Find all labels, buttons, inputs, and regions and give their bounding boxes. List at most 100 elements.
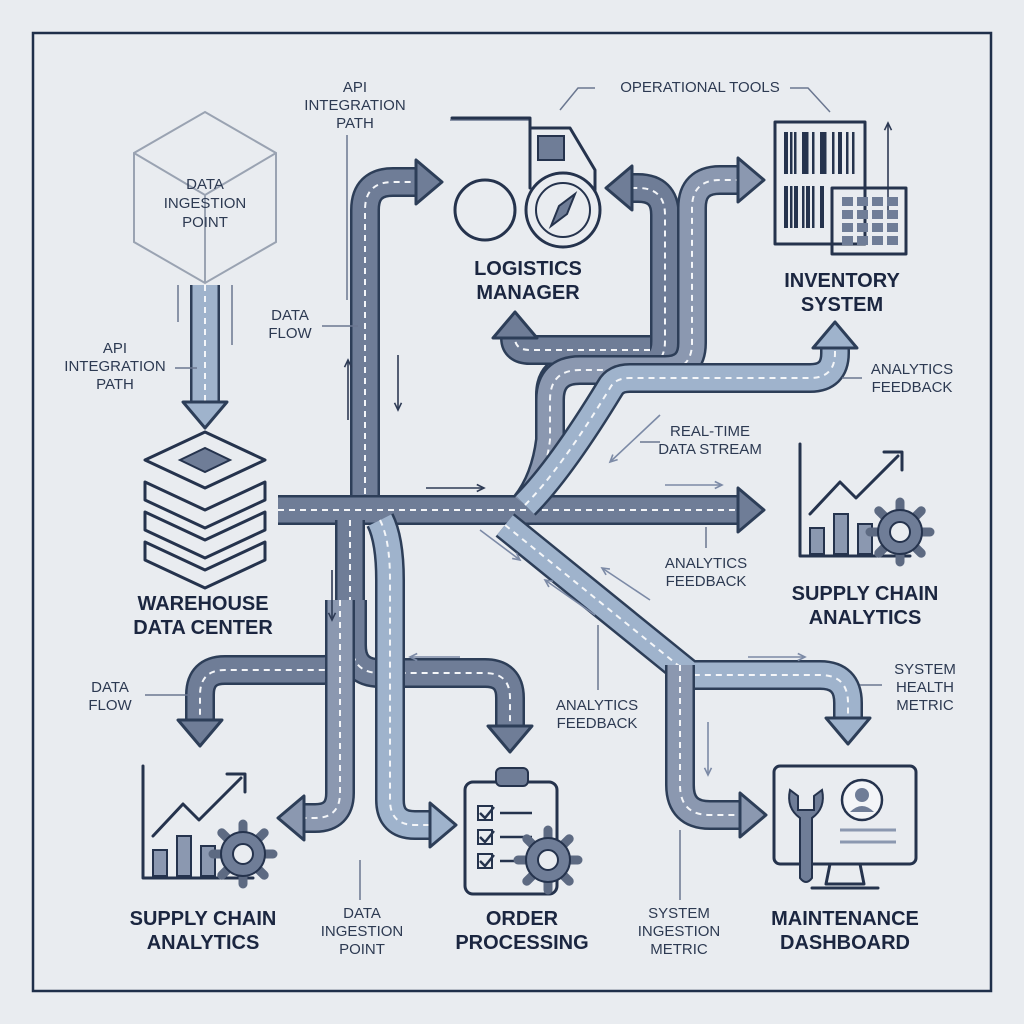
- road-hub-to-analytics-right-arrowhead: [736, 486, 766, 534]
- label-warehouse-line: WAREHOUSE: [137, 593, 268, 615]
- label-order-line: ORDER: [486, 908, 559, 930]
- label-system-ingestion-line: SYSTEM: [648, 905, 710, 922]
- chart-gear-icon: [141, 764, 278, 889]
- label-data-ingestion-low-line: POINT: [339, 941, 385, 958]
- label-system-ingestion-line: INGESTION: [638, 923, 721, 940]
- road-hub-to-analytics-right: [278, 486, 766, 534]
- label-system-ingestion-line: METRIC: [650, 941, 708, 958]
- mini-arrow-down-1: [393, 355, 403, 412]
- label-logistics-line: LOGISTICS: [474, 258, 582, 280]
- label-data-flow-low-line: DATA: [91, 679, 129, 696]
- label-analytics-left-line: ANALYTICS: [147, 932, 260, 954]
- label-analytics-right-line: SUPPLY CHAIN: [792, 583, 939, 605]
- label-feedback-low-line: ANALYTICS: [556, 697, 638, 714]
- label-health-line: SYSTEM: [894, 661, 956, 678]
- label-api-top-line: PATH: [336, 115, 374, 132]
- label-ingestion-node-line: INGESTION: [164, 195, 247, 212]
- road-down-to-order-arrowhead: [428, 801, 458, 849]
- server-stack-icon: [143, 430, 267, 590]
- road-from-hub-left: [276, 600, 355, 842]
- label-api-top-line: INTEGRATION: [304, 97, 405, 114]
- label-feedback-right-line: ANALYTICS: [871, 361, 953, 378]
- label-api-left-line: INTEGRATION: [64, 358, 165, 375]
- cube-icon: [133, 110, 277, 285]
- diagram-frame: [31, 31, 993, 993]
- mini-arrow-right-2: [665, 480, 724, 490]
- road-trunk-to-logistics-arrowhead: [414, 158, 444, 206]
- mini-arrow-diag-1: [608, 414, 661, 464]
- label-data-flow-mid-line: FLOW: [268, 325, 312, 342]
- label-data-flow-low-line: FLOW: [88, 697, 132, 714]
- label-health-line: METRIC: [896, 697, 954, 714]
- label-analytics-right-line: ANALYTICS: [809, 607, 922, 629]
- label-ingestion-node-line: POINT: [182, 214, 228, 231]
- road-logistics-return-arrowhead: [604, 164, 634, 212]
- road-branch-to-maintenance: [665, 665, 768, 839]
- label-data-ingestion-low-line: INGESTION: [321, 923, 404, 940]
- label-feedback-right-line: FEEDBACK: [872, 379, 953, 396]
- leader-line-layer: [145, 87, 893, 900]
- label-api-left-line: PATH: [96, 376, 134, 393]
- road-loop-to-logistics-arrowhead: [491, 310, 539, 340]
- chart-gear-icon: [798, 442, 935, 567]
- leader-operational-tools: [559, 87, 831, 113]
- road-ingestion-to-warehouse: [181, 285, 229, 430]
- mini-arrow-down-2: [327, 570, 337, 622]
- label-operational-tools: OPERATIONAL TOOLS: [620, 79, 780, 96]
- label-realtime-line: REAL-TIME: [670, 423, 750, 440]
- road-branch-to-maintenance-arrowhead: [738, 791, 768, 839]
- mini-arrow-diag-4: [479, 529, 522, 562]
- mini-arrow-right-1: [426, 483, 486, 493]
- label-inventory-line: INVENTORY: [784, 270, 900, 292]
- road-from-hub-left-arrowhead: [276, 794, 306, 842]
- label-operational-tools-line: OPERATIONAL TOOLS: [620, 79, 780, 96]
- label-feedback-low-line: FEEDBACK: [557, 715, 638, 732]
- label-api-left-line: API: [103, 340, 127, 357]
- road-feedback-to-inventory: [514, 320, 859, 516]
- road-trunk-to-logistics: [350, 158, 444, 505]
- road-layer: [176, 156, 872, 849]
- road-diagonal-to-maintenance: [495, 513, 872, 746]
- mini-arrow-right-3: [748, 652, 807, 662]
- barcode-grid-icon: [773, 120, 908, 256]
- road-to-order-arrowhead: [486, 724, 534, 754]
- label-realtime-line: DATA STREAM: [658, 441, 762, 458]
- road-to-analytics-left-arrowhead: [176, 718, 224, 748]
- road-down-to-order: [366, 513, 458, 849]
- label-logistics-line: MANAGER: [476, 282, 580, 304]
- road-feedback-to-inventory-arrowhead: [811, 320, 859, 350]
- label-warehouse-line: DATA CENTER: [133, 617, 273, 639]
- icon-layer: [133, 110, 935, 896]
- mini-arrow-diag-2: [600, 566, 651, 601]
- road-to-inventory-arrowhead: [736, 156, 766, 204]
- label-order-line: PROCESSING: [455, 932, 588, 954]
- monitor-wrench-icon: [772, 764, 918, 890]
- mini-arrow-up-1: [343, 358, 353, 420]
- label-maintenance-line: MAINTENANCE: [771, 908, 919, 930]
- mini-arrow-diag-3: [543, 578, 596, 616]
- label-data-ingestion-low-line: DATA: [343, 905, 381, 922]
- label-feedback-mid-line: ANALYTICS: [665, 555, 747, 572]
- label-data-flow-mid-line: DATA: [271, 307, 309, 324]
- label-feedback-mid-line: FEEDBACK: [666, 573, 747, 590]
- road-ingestion-to-warehouse-arrowhead: [181, 400, 229, 430]
- road-loop-to-logistics: [491, 310, 650, 365]
